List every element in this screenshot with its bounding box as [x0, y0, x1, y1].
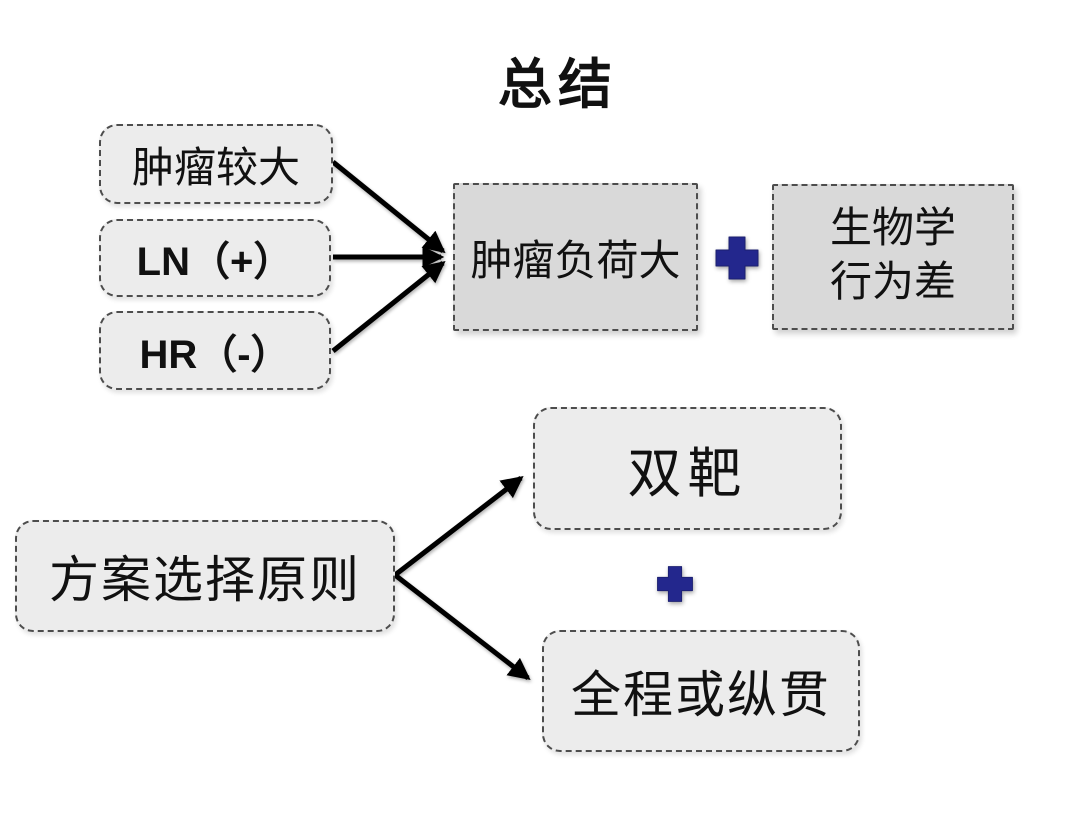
plus-icon	[655, 563, 695, 605]
factor-box-ln-positive: LN（+）	[99, 219, 331, 297]
factor-box-hr-negative: HR（-）	[99, 311, 331, 390]
full-course-box-label: 全程或纵贯	[571, 667, 831, 723]
arrow-factor3-to-burden	[331, 260, 446, 353]
principle-box-scheme-selection-label: 方案选择原则	[49, 552, 361, 608]
plus-icon	[713, 233, 761, 283]
dual-target-box: 双靶	[533, 407, 842, 530]
arrow-factor1-to-burden	[331, 160, 446, 254]
result-box-tumor-burden-label: 肿瘤负荷大	[470, 238, 681, 285]
page-title: 总结	[498, 55, 618, 115]
result-box-tumor-burden: 肿瘤负荷大	[453, 183, 698, 331]
factor-box-tumor-large-label: 肿瘤较大	[131, 145, 300, 192]
dual-target-box-label: 双靶	[627, 444, 748, 504]
arrow-principle-to-dual-target	[393, 475, 524, 577]
factor-box-tumor-large: 肿瘤较大	[99, 124, 333, 204]
full-course-box: 全程或纵贯	[542, 630, 860, 752]
arrow-principle-to-full-course	[393, 573, 531, 681]
biology-behavior-box: 生物学 行为差	[772, 184, 1014, 330]
factor-box-hr-negative-label: HR（-）	[139, 332, 291, 377]
principle-box-scheme-selection: 方案选择原则	[15, 520, 395, 632]
biology-behavior-box-label: 生物学 行为差	[829, 206, 956, 306]
factor-box-ln-positive-label: LN（+）	[136, 240, 294, 284]
